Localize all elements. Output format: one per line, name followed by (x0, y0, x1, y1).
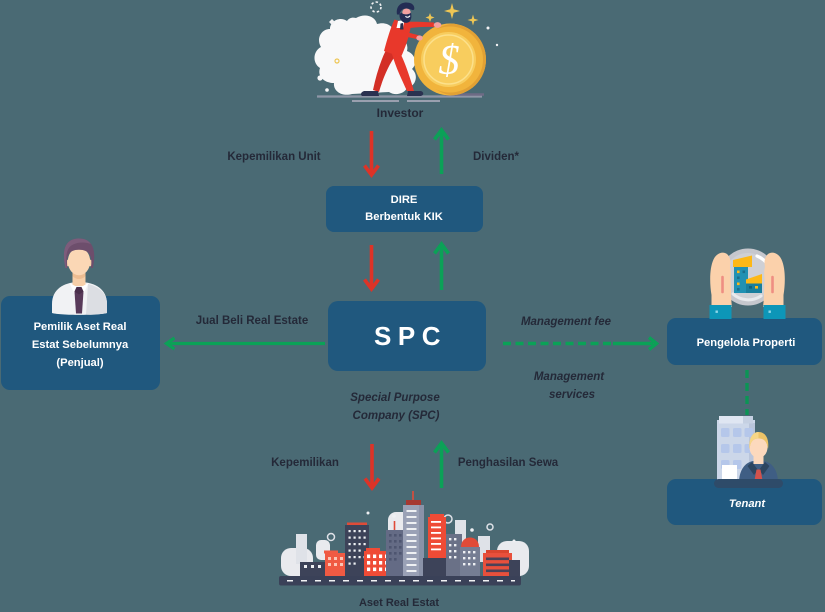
svg-text:Jual Beli Real Estate: Jual Beli Real Estate (196, 315, 309, 327)
svg-text:Berbentuk KIK: Berbentuk KIK (365, 211, 443, 223)
svg-text:Estat Sebelumnya: Estat Sebelumnya (32, 339, 129, 351)
svg-text:Kepemilikan: Kepemilikan (271, 457, 339, 469)
svg-text:Pemilik Aset Real: Pemilik Aset Real (34, 321, 127, 333)
svg-text:Investor: Investor (377, 106, 424, 120)
svg-text:(Penjual): (Penjual) (56, 357, 104, 369)
svg-text:Special Purpose: Special Purpose (350, 392, 440, 404)
svg-text:services: services (549, 389, 595, 401)
svg-text:Penghasilan Sewa: Penghasilan Sewa (458, 457, 559, 469)
svg-text:$: $ (439, 38, 460, 84)
svg-text:SPC: SPC (374, 321, 447, 351)
svg-text:Company (SPC): Company (SPC) (353, 410, 440, 422)
svg-text:DIRE: DIRE (391, 194, 418, 206)
svg-text:Tenant: Tenant (729, 498, 767, 510)
svg-text:Management fee: Management fee (521, 316, 612, 328)
svg-text:Kepemilikan Unit: Kepemilikan Unit (227, 151, 320, 163)
svg-text:Pengelola Properti: Pengelola Properti (697, 337, 796, 349)
svg-text:Aset Real Estat: Aset Real Estat (359, 597, 439, 609)
svg-text:Management: Management (534, 371, 605, 383)
svg-text:Dividen*: Dividen* (473, 151, 520, 163)
